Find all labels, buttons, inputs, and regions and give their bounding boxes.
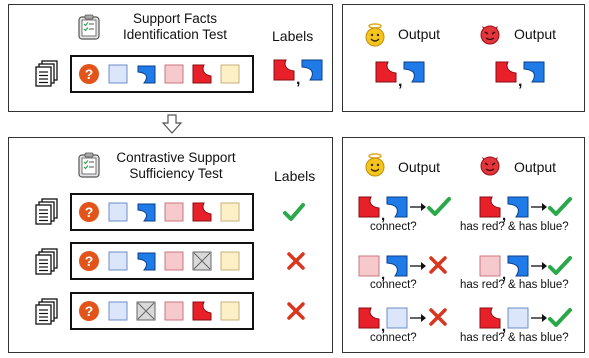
svg-text:,: , (381, 266, 385, 283)
facts-row-items: ? (78, 63, 248, 85)
red-piece-icon (192, 64, 212, 84)
facts-row (70, 55, 254, 93)
devil-output-row-3: , (479, 307, 572, 335)
facts-row (70, 242, 254, 280)
clipboard-icon (78, 14, 100, 40)
removed-fact-icon (136, 301, 156, 321)
question-icon: ? (79, 251, 99, 271)
devil-question-2: has red? & has blue? (460, 279, 569, 291)
svg-text:?: ? (85, 253, 94, 269)
red-piece-icon (192, 202, 212, 222)
question-icon: ? (79, 64, 99, 84)
devil-question-1: has red? & has blue? (460, 221, 569, 233)
cross-icon (287, 302, 305, 320)
angel-output-pair: , (375, 61, 425, 90)
cross-icon (287, 252, 305, 270)
pale-yellow-square (220, 202, 240, 222)
svg-text:?: ? (85, 204, 94, 220)
devil-output-pair: , (495, 61, 545, 90)
pale-blue-square (108, 301, 128, 321)
clipboard-icon (78, 152, 100, 178)
removed-fact-icon (192, 251, 212, 271)
pale-yellow-square (220, 64, 240, 84)
documents-stack-icon (35, 60, 58, 87)
devil-face-icon (480, 25, 500, 45)
svg-text:,: , (502, 266, 506, 283)
test-title-line2: Identification Test (122, 27, 228, 42)
svg-text:,: , (502, 207, 506, 224)
pale-red-square (164, 301, 184, 321)
pale-red-square (164, 202, 184, 222)
arrow-down-icon (161, 114, 183, 134)
svg-text:,: , (502, 318, 506, 335)
svg-text:,: , (381, 318, 385, 335)
test-title: Support Facts Identification Test (100, 11, 250, 43)
pale-red-square (164, 251, 184, 271)
angel-question-1: connect? (370, 221, 417, 233)
blue-piece-icon (137, 203, 156, 222)
output-heading-angel: Output (398, 159, 441, 175)
pale-yellow-square (220, 301, 240, 321)
pale-blue-square (108, 251, 128, 271)
svg-text:,: , (398, 73, 402, 90)
test-title-line1: Support Facts (132, 11, 218, 26)
blue-piece-icon (137, 65, 156, 84)
angel-face-icon (365, 153, 385, 177)
question-icon: ? (79, 301, 99, 321)
question-icon: ? (79, 202, 99, 222)
output-heading-devil: Output (514, 26, 557, 42)
svg-text:?: ? (85, 303, 94, 319)
facts-row (70, 292, 254, 330)
angel-face-icon (365, 23, 385, 47)
support-facts-panel (8, 4, 333, 112)
documents-stack-icon (35, 248, 58, 275)
svg-text:,: , (381, 207, 385, 224)
facts-row-items: ? (78, 201, 248, 223)
angel-output-row-1: , (358, 196, 451, 224)
facts-row-items: ? (78, 300, 248, 322)
devil-output-row-1: , (479, 196, 572, 224)
red-blue-pair-label: , (273, 59, 323, 88)
devil-face-icon (480, 156, 500, 176)
pale-red-square (164, 64, 184, 84)
svg-text:,: , (296, 71, 300, 88)
output-heading-devil: Output (514, 159, 557, 175)
devil-output-row-2: , (479, 255, 572, 283)
angel-output-row-3: , (358, 307, 447, 335)
labels-heading: Labels (274, 168, 316, 184)
test-title-line2: Sufficiency Test (129, 166, 223, 181)
test-title: Contrastive Support Sufficiency Test (96, 150, 256, 182)
top-output-panel (342, 4, 585, 112)
angel-question-2: connect? (370, 279, 417, 291)
pale-blue-square (108, 202, 128, 222)
facts-row (70, 193, 254, 231)
test-title-line1: Contrastive Support (116, 150, 236, 165)
output-heading-angel: Output (398, 26, 441, 42)
red-piece-icon (192, 301, 212, 321)
facts-row-items: ? (78, 250, 248, 272)
angel-output-row-2: , (358, 255, 447, 283)
svg-text:?: ? (85, 66, 94, 82)
documents-stack-icon (35, 198, 58, 225)
blue-piece-icon (137, 252, 156, 271)
labels-heading: Labels (272, 28, 314, 44)
pale-blue-square (108, 64, 128, 84)
svg-text:,: , (518, 73, 522, 90)
check-icon (283, 203, 305, 221)
devil-question-3: has red? & has blue? (460, 332, 569, 344)
angel-question-3: connect? (370, 332, 417, 344)
documents-stack-icon (35, 298, 58, 325)
pale-yellow-square (220, 251, 240, 271)
